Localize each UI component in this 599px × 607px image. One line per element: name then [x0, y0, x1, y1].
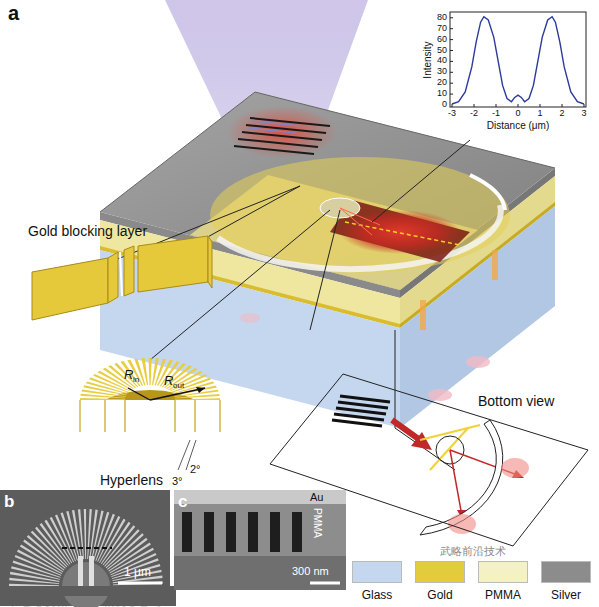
- gold-disk: [210, 157, 510, 273]
- tick-label: 1: [537, 109, 542, 118]
- legend-swatch: [352, 561, 402, 583]
- node-text: 1 μm: [124, 566, 151, 578]
- tick-label: 2: [559, 109, 564, 118]
- watermark: 武略前沿技术: [440, 546, 506, 557]
- node-title: c: [178, 493, 187, 510]
- axis-title: Distance (μm): [487, 121, 549, 131]
- legend-text: Silver: [551, 589, 581, 601]
- part-label: Hyperlens: [100, 473, 163, 487]
- legend-text: Glass: [362, 589, 393, 601]
- part-label: 3°: [172, 476, 183, 487]
- tick-label: 60: [437, 35, 447, 44]
- output-spot: [466, 356, 490, 368]
- part-label: out: [173, 382, 184, 390]
- tick-label: 30: [437, 67, 447, 76]
- output-spot: [428, 389, 452, 401]
- tick-label: 0: [442, 100, 447, 109]
- tick-label: 20: [437, 78, 447, 87]
- grating: [234, 118, 330, 154]
- tick-label: 80: [437, 13, 447, 22]
- ring-slit: [470, 175, 505, 210]
- sem-image-c: [174, 490, 346, 590]
- part-label: in: [133, 376, 139, 384]
- bottom-view-drawing: [332, 396, 529, 535]
- ray: [340, 208, 380, 225]
- axis-ticks: [450, 18, 584, 107]
- sem-panel: c AuPMMA 300 nm: [174, 490, 346, 590]
- node-text: 300 nm: [292, 566, 329, 577]
- legend-swatch: [478, 561, 528, 583]
- tick-label: -2: [470, 109, 478, 118]
- hyperlens-part: [70, 372, 230, 471]
- tick-label: 70: [437, 24, 447, 33]
- node-text: PMMA: [312, 508, 322, 538]
- plot-frame: [450, 12, 586, 107]
- legend-text: Gold: [427, 589, 452, 601]
- tick-label: 0: [515, 109, 520, 118]
- laser-spot: [227, 106, 337, 158]
- intensity-curve: [452, 17, 584, 104]
- scan-line: [345, 222, 460, 245]
- part-label: Gold blocking layer: [28, 224, 147, 238]
- panel-letter: a: [8, 3, 19, 23]
- sem-panel: b 1 μm: [0, 490, 170, 590]
- tick-label: -1: [492, 109, 500, 118]
- ray: [340, 208, 372, 235]
- red-glow: [340, 210, 460, 254]
- tick-label: 10: [437, 89, 447, 98]
- tick-label: 40: [437, 56, 447, 65]
- part-label: R: [164, 374, 173, 387]
- node-title: Bottom view: [478, 394, 554, 408]
- part-label: 2°: [190, 464, 201, 475]
- tick-label: 3: [581, 109, 586, 118]
- legend-text: PMMA: [485, 589, 521, 601]
- output-spot: [240, 313, 260, 323]
- node-title: b: [4, 493, 14, 510]
- part-label: R: [124, 368, 133, 381]
- node-text: Au: [310, 492, 323, 503]
- legend-swatch: [541, 561, 591, 583]
- axis-title: Intensity: [423, 41, 433, 78]
- tick-label: 50: [437, 46, 447, 55]
- legend-swatch: [415, 561, 465, 583]
- tick-label: -3: [448, 109, 456, 118]
- sem-image-b: [0, 490, 176, 607]
- gold-blocking-part: [32, 236, 212, 320]
